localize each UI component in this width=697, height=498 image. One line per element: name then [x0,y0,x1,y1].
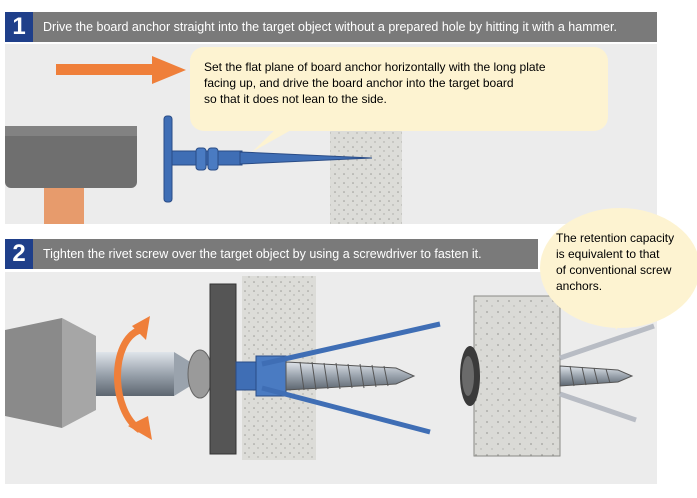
callout-1-line: facing up, and drive the board anchor in… [204,76,514,90]
step-2-header: Tighten the rivet screw over the target … [33,239,538,269]
screwdriver-icon [5,318,200,428]
callout-1: Set the flat plane of board anchor horiz… [190,47,608,131]
callout-2: The retention capacity is equivalent to … [540,208,697,328]
finished-anchor-detail [460,295,655,457]
dark-plate [209,283,237,455]
callout-1-line: so that it does not lean to the side. [204,92,387,106]
direction-arrow [56,56,186,84]
rotation-arrow-icon [114,316,152,440]
callout-2-line: The retention capacity [556,231,675,245]
board-anchor-2 [235,321,441,435]
step-1-number: 1 [5,12,33,42]
step-1-header: Drive the board anchor straight into the… [33,12,657,42]
callout-1-line: Set the flat plane of board anchor horiz… [204,60,546,74]
callout-2-line: is equivalent to that [556,247,660,261]
callout-2-line: of conventional screw [556,263,672,277]
step-1-text: Drive the board anchor straight into the… [43,20,617,34]
hammer-icon [5,126,137,224]
callout-2-line: anchors. [556,279,603,293]
callout-1-tail [252,125,300,152]
rivet-head [187,349,213,399]
board-anchor-1 [163,115,373,203]
target-board-1 [330,128,402,224]
step-2-text: Tighten the rivet screw over the target … [43,247,482,261]
step-2-number: 2 [5,239,33,269]
